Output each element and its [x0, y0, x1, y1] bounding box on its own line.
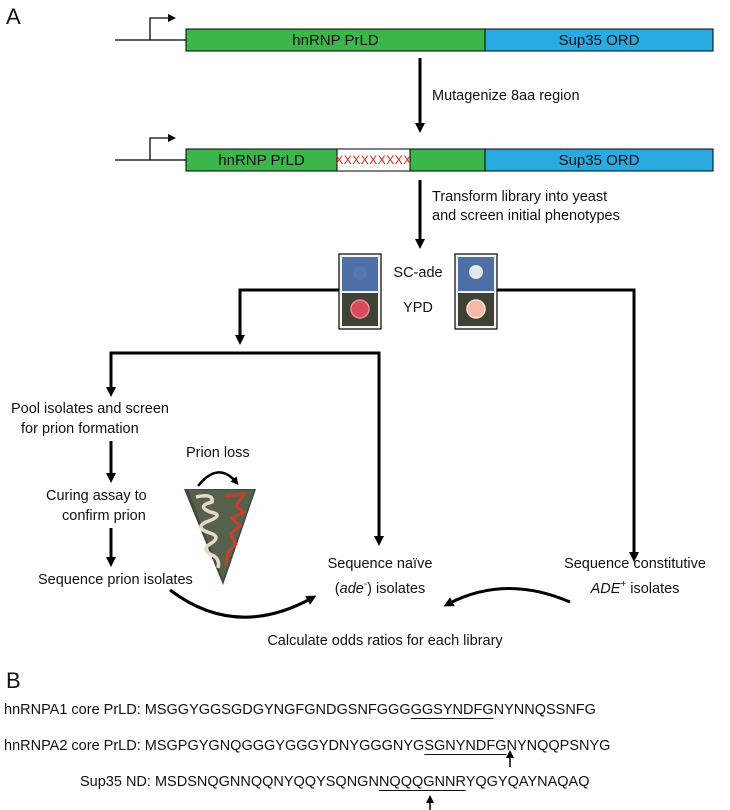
sequence-post: NYNNQSSNFG: [493, 702, 596, 718]
pool-text-line2: for prion formation: [21, 421, 139, 437]
prld-label-mutant: hnRNP PrLD: [218, 151, 305, 169]
step-mutagenize: Mutagenize 8aa region: [432, 88, 580, 104]
constitutive-gene: ADE: [590, 580, 621, 597]
sequence-row-hnrnpa2: hnRNPA2 core PrLD: MSGPGYGNQGGGYGGGYDNYG…: [4, 738, 610, 754]
arrow-right-branch: [497, 288, 639, 562]
pool-text-line1: Pool isolates and screen: [11, 401, 169, 417]
mutagenized-region: [336, 148, 411, 172]
constitutive-text-line1: Sequence constitutive: [564, 556, 706, 572]
step-transform-line2: and screen initial phenotypes: [432, 208, 620, 224]
curing-text-line1: Curing assay to: [46, 488, 147, 504]
promoter-arrow-icon: [149, 14, 176, 40]
sequence-post: YQGYQAYNAQAQ: [465, 774, 590, 790]
sequence-row-sup35: Sup35 ND: MSDSNQGNNQQNYQQYSQNGNNQQQGNNRY…: [80, 774, 590, 790]
sequence-pre: MSDSNQGNNQQNYQQYSQNGN: [154, 774, 379, 790]
plate-group-left: [338, 253, 382, 330]
constitutive-rest: isolates: [626, 580, 680, 597]
sequence-label: hnRNPA2 core PrLD:: [4, 738, 141, 754]
panel-b-letter: B: [6, 668, 21, 693]
promoter-arrow-icon: [149, 134, 176, 160]
sequence-label: Sup35 ND:: [80, 774, 151, 790]
sequence-pre: MSGPGYGNQGGGYGGGYDNYGGGNYG: [144, 738, 425, 754]
naive-paren: (: [334, 580, 340, 597]
arrow-prion-to-naive: [169, 588, 317, 619]
sequence-post: NYNQQPSNYG: [506, 738, 611, 754]
arrow-middle-bus: [109, 351, 381, 540]
naive-gene: ade: [339, 580, 364, 597]
mutagenized-label: XXXXXXXXX: [335, 153, 412, 167]
ord-block: [484, 28, 714, 52]
naive-text-line2: (ade-) isolates: [300, 575, 460, 599]
sequence-prion-text: Sequence prion isolates: [38, 572, 193, 588]
curing-plate-wedge-icon: [184, 489, 256, 585]
constitutive-text-line2: ADE+ isolates: [550, 575, 720, 599]
prld-label: hnRNP PrLD: [292, 31, 379, 49]
arrow-left-branch: [235, 288, 339, 345]
position-marker-arrows: [426, 750, 514, 810]
curing-text-line2: confirm prion: [62, 508, 146, 524]
naive-text-line1: Sequence naïve: [327, 556, 433, 572]
prion-loss-arrow-icon: [197, 471, 239, 487]
sequence-core-underlined: SGNYNDFG: [424, 738, 507, 754]
ord-label-mutant: Sup35 ORD: [558, 151, 640, 169]
prion-loss-label: Prion loss: [186, 445, 250, 461]
sequence-core-underlined: NQQQGNNR: [378, 774, 466, 790]
constitutive-sup: +: [620, 579, 627, 590]
odds-ratio-text: Calculate odds ratios for each library: [267, 633, 503, 649]
panel-a-diagram: [106, 14, 714, 619]
naive-sup: -: [363, 579, 368, 590]
sequence-pre: MSGGYGGSGDGYNGFGNDGSNFGGG: [144, 702, 411, 718]
sequence-core-underlined: GGSYNDFG: [410, 702, 494, 718]
step-transform-line1: Transform library into yeast: [432, 189, 608, 205]
construct-wildtype: [115, 14, 714, 52]
arrow-constitutive-to-naive: [443, 587, 571, 607]
sequence-label: hnRNPA1 core PrLD:: [4, 702, 141, 718]
naive-rest: ) isolates: [367, 580, 426, 597]
plate-label-ypd: YPD: [403, 300, 433, 316]
panel-a-letter: A: [6, 4, 21, 29]
plate-label-sc-ade: SC-ade: [393, 265, 443, 281]
construct-mutant: [115, 134, 714, 172]
sequence-row-hnrnpa1: hnRNPA1 core PrLD: MSGGYGGSGDGYNGFGNDGSN…: [4, 702, 596, 718]
plate-group-right: [454, 253, 498, 330]
ord-label: Sup35 ORD: [558, 31, 640, 49]
